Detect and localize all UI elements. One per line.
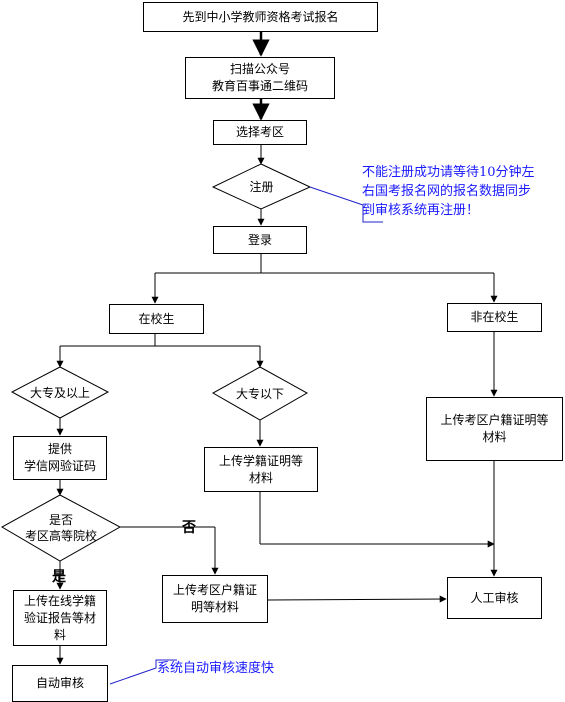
select-area-label: 选择考区 (235, 125, 284, 139)
upload-hukou-mid-label-line2: 明等材料 (190, 600, 239, 614)
register-note: 不能注册成功请等待10分钟左 右国考报名网的报名数据同步 到审核系统再注册！ (362, 163, 562, 220)
upload-student-node: 上传学籍证明等 材料 (204, 447, 318, 492)
provide-label-line2: 学信网验证码 (23, 459, 96, 473)
is-local-diamond (0, 494, 122, 562)
college-below-diamond (211, 366, 309, 421)
scan-label-line1: 扫描公众号 (229, 62, 290, 76)
manual-review-label: 人工审核 (470, 590, 519, 605)
login-node: 登录 (213, 226, 307, 254)
yes-label: 是 (52, 569, 66, 585)
in-school-label: 在校生 (138, 311, 175, 326)
auto-review-note: 系统自动审核速度快 (157, 659, 317, 678)
upload-hukou-mid-label-line1: 上传考区户籍证 (172, 583, 257, 597)
edge-hukoumid-manual (267, 595, 447, 603)
in-school-node: 在校生 (109, 304, 204, 334)
select-area-node: 选择考区 (213, 120, 307, 145)
auto-review-label: 自动审核 (35, 676, 84, 690)
upload-online-label-line3: 料 (53, 627, 66, 642)
provide-code-node: 提供 学信网验证码 (13, 436, 107, 480)
scan-node: 扫描公众号 教育百事通二维码 (185, 57, 335, 99)
not-in-school-node: 非在校生 (447, 303, 542, 332)
start-label: 先到中小学教师资格考试报名 (182, 9, 339, 24)
upload-online-label-line1: 上传在线学籍 (23, 593, 96, 608)
register-note-line2: 右国考报名网的报名数据同步 (362, 184, 532, 199)
upload-student-label-line2: 材料 (248, 470, 273, 485)
register-note-line1: 不能注册成功请等待10分钟左 (362, 165, 535, 180)
upload-hukou-right-label-line2: 材料 (482, 430, 507, 444)
login-label: 登录 (247, 232, 272, 247)
start-node: 先到中小学教师资格考试报名 (143, 2, 378, 32)
manual-review-node: 人工审核 (447, 577, 542, 619)
upload-hukou-mid-node: 上传考区户籍证 明等材料 (162, 575, 268, 623)
upload-student-label-line1: 上传学籍证明等 (218, 453, 303, 468)
upload-hukou-right-node: 上传考区户籍证明等 材料 (426, 397, 563, 461)
register-diamond (211, 163, 312, 210)
auto-note-connector (109, 659, 177, 685)
auto-review-node: 自动审核 (12, 665, 108, 702)
auto-review-note-text: 系统自动审核速度快 (157, 661, 275, 676)
upload-hukou-right-label-line1: 上传考区户籍证明等 (440, 413, 549, 427)
no-label: 否 (182, 520, 196, 536)
scan-label-line2: 教育百事通二维码 (211, 79, 308, 93)
register-note-line3: 到审核系统再注册！ (362, 203, 480, 218)
not-in-school-label: 非在校生 (470, 310, 519, 324)
upload-online-label-line2: 验证报告等材 (23, 610, 96, 625)
provide-label-line1: 提供 (47, 442, 72, 456)
register-note-connector (309, 186, 383, 223)
upload-online-node: 上传在线学籍 验证报告等材 料 (13, 590, 107, 646)
college-above-diamond (10, 366, 110, 419)
